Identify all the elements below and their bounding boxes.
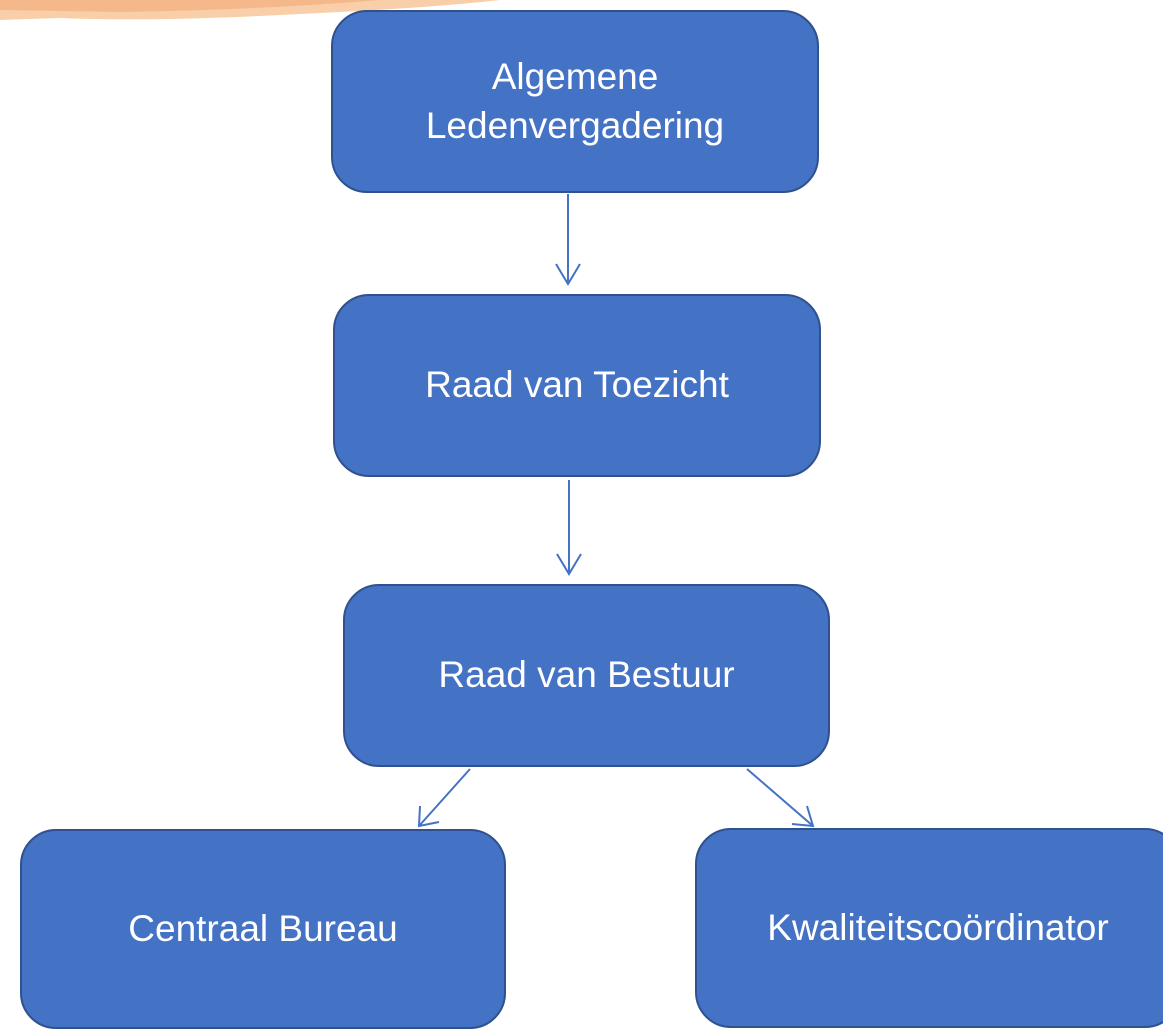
node-kwaliteitscoordinator[interactable]: Kwaliteitscoördinator: [695, 828, 1163, 1028]
node-label: Raad van Bestuur: [438, 654, 735, 696]
connector-rvb-kc: [746, 768, 814, 827]
corner-decoration: [0, 0, 500, 20]
node-label: Centraal Bureau: [128, 907, 398, 949]
arrowhead-rvb-kc: [791, 805, 815, 828]
connector-rvb-cb: [418, 768, 471, 827]
arrowhead-rvt-rvb: [556, 553, 582, 576]
arrowhead-rvb-cb: [417, 805, 440, 828]
node-raad-van-toezicht[interactable]: Raad van Toezicht: [333, 294, 821, 477]
node-label: Raad van Toezicht: [425, 364, 729, 406]
node-centraal-bureau[interactable]: Centraal Bureau: [20, 829, 506, 1029]
arrowhead-alv-rvt: [555, 263, 581, 286]
node-raad-van-bestuur[interactable]: Raad van Bestuur: [343, 584, 830, 767]
node-label: Kwaliteitscoördinator: [767, 906, 1109, 948]
node-label: Algemene Ledenvergadering: [425, 56, 725, 146]
node-algemene-ledenvergadering[interactable]: Algemene Ledenvergadering: [331, 10, 819, 193]
